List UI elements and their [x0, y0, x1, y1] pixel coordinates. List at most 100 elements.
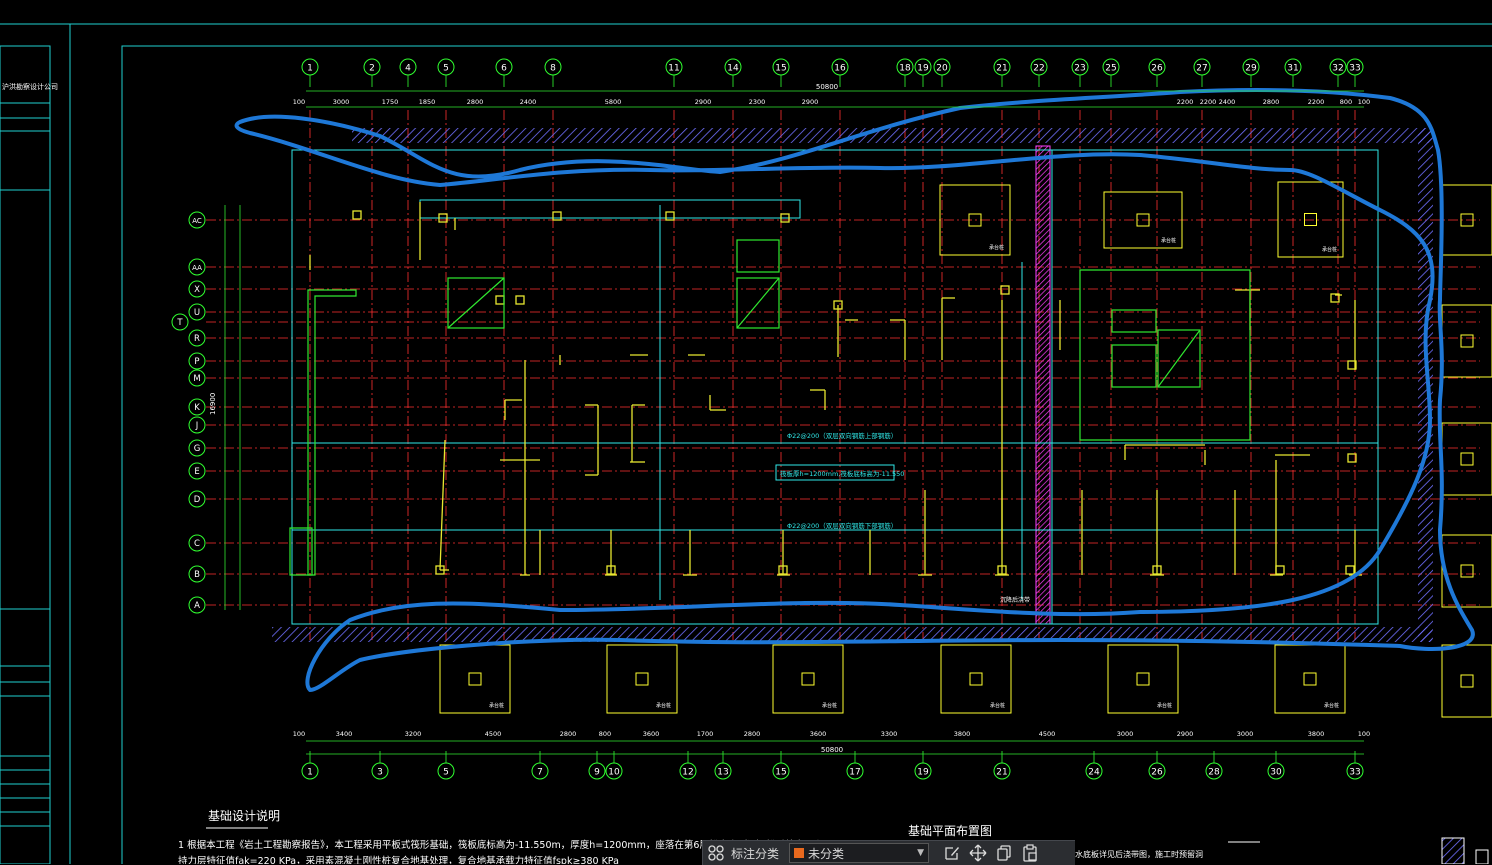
- category-select[interactable]: 未分类 ▼: [789, 843, 930, 863]
- column: [435, 565, 445, 575]
- rebar-note-top: Φ22@200（双层双向钢筋上部钢筋）: [787, 431, 897, 440]
- axis-left-label-D: D: [194, 495, 201, 505]
- top-dim-label: 5800: [605, 98, 622, 106]
- axis-left-label-AA: AA: [192, 264, 202, 272]
- bottom-dim-label: 3000: [1237, 730, 1254, 738]
- rebar-note-bottom: Φ22@200（双层双向钢筋下部钢筋）: [787, 521, 897, 530]
- axis-left-bubble-E: [188, 462, 206, 480]
- axis-left-label-AC: AC: [192, 217, 202, 225]
- axis-left-label-B: B: [194, 570, 200, 580]
- axis-left-label-A: A: [194, 601, 200, 611]
- axis-bottom-bubble-26: [1148, 762, 1166, 780]
- axis-top-bubble-14: [724, 58, 742, 76]
- axis-bottom-label-5: 5: [443, 768, 449, 778]
- pile-caps: 承台桩承台桩承台桩承台桩承台桩承台桩承台桩承台桩承台桩: [439, 181, 1492, 718]
- pile-cap-label: 承台桩: [989, 244, 1004, 251]
- column: [1345, 565, 1355, 575]
- axis-top-label-11: 11: [668, 64, 679, 74]
- axis-left-bubble-D: [188, 490, 206, 508]
- axis-top-label-29: 29: [1245, 64, 1257, 74]
- paste-button[interactable]: [1017, 841, 1043, 865]
- pile-cap-label: 承台桩: [1157, 702, 1172, 709]
- axis-top-bubble-20: [933, 58, 951, 76]
- dimension-lines: [224, 90, 1364, 755]
- axis-top-bubble-16: [831, 58, 849, 76]
- grid-lines-horizontal: [206, 219, 1480, 606]
- pile-cap-label: 承台桩: [1322, 246, 1337, 253]
- axis-top-label-27: 27: [1196, 64, 1207, 74]
- axis-bottom-label-15: 15: [775, 768, 786, 778]
- move-button[interactable]: [965, 841, 991, 865]
- bottom-dim-label: 3300: [881, 730, 898, 738]
- axis-left-label-P: P: [194, 357, 199, 367]
- left-total-dimension: 16900: [209, 393, 217, 415]
- pile-cap-label: 承台桩: [1161, 237, 1176, 244]
- axis-top-label-32: 32: [1332, 64, 1343, 74]
- axis-bottom-bubble-24: [1085, 762, 1103, 780]
- axis-bottom-label-21: 21: [996, 768, 1007, 778]
- top-dim-label: 2900: [802, 98, 819, 106]
- top-dim-label: 100: [1358, 98, 1370, 106]
- pile-cap-center: [968, 213, 982, 227]
- bottom-dim-label: 2800: [744, 730, 761, 738]
- pile-cap-center: [1460, 564, 1474, 578]
- top-total-dimension: 50800: [816, 83, 838, 91]
- axis-left-bubble-C: [188, 534, 206, 552]
- axis-top-label-6: 6: [501, 64, 507, 74]
- raft-outline: [291, 149, 1379, 625]
- top-dim-label: 2200: [1177, 98, 1194, 106]
- axis-top-bubble-6: [495, 58, 513, 76]
- pile-cap-center: [1460, 674, 1474, 688]
- axis-top-label-20: 20: [936, 64, 948, 74]
- top-dim-label: 1750: [382, 98, 399, 106]
- axis-left-label-C: C: [194, 539, 200, 549]
- axis-top-label-18: 18: [899, 64, 911, 74]
- axis-bottom-bubble-12: [679, 762, 697, 780]
- column: [1152, 565, 1162, 575]
- axis-left-bubble-M: [188, 369, 206, 387]
- axis-top-bubble-1: [301, 58, 319, 76]
- top-dim-label: 2300: [749, 98, 766, 106]
- bottom-dim-label: 3600: [810, 730, 827, 738]
- column: [665, 211, 675, 221]
- wall-and-column-layout: [309, 202, 1362, 576]
- edit-button[interactable]: [939, 841, 965, 865]
- pile-cap: [772, 644, 844, 714]
- axis-top-label-8: 8: [550, 64, 556, 74]
- axis-bottom-label-3: 3: [377, 768, 383, 778]
- top-dim-label: 800: [1340, 98, 1352, 106]
- pile-cap: [1441, 422, 1492, 496]
- bottom-dim-label: 3800: [1308, 730, 1325, 738]
- pile-cap-center: [1304, 213, 1317, 226]
- pile-cap-center: [1136, 672, 1150, 686]
- revision-cloud-markup[interactable]: [234, 88, 1475, 692]
- axis-top-label-22: 22: [1033, 64, 1044, 74]
- axis-top-label-25: 25: [1105, 64, 1116, 74]
- axis-top-label-33: 33: [1349, 64, 1360, 74]
- axis-top-bubble-8: [544, 58, 562, 76]
- bottom-dim-label: 3400: [336, 730, 353, 738]
- edit-icon: [945, 847, 960, 860]
- axis-top-bubble-11: [665, 58, 683, 76]
- grid-lines-vertical: [309, 110, 1356, 640]
- axis-left-label-J: J: [195, 421, 199, 431]
- axis-bottom-bubble-3: [371, 762, 389, 780]
- axis-top-bubble-22: [1030, 58, 1048, 76]
- pile-cap: [1107, 644, 1179, 714]
- axis-top-bubble-25: [1102, 58, 1120, 76]
- axis-left-bubble-X: [188, 280, 206, 298]
- classify-group[interactable]: 标注分类: [703, 841, 783, 865]
- pile-cap-center: [1460, 213, 1474, 227]
- retaining-wall-east: [1418, 128, 1433, 642]
- copy-icon: [997, 845, 1011, 861]
- pile-cap: [940, 644, 1012, 714]
- settlement-joint-strip: [1035, 145, 1051, 625]
- axis-top-bubble-33: [1346, 58, 1364, 76]
- bottom-dim-label: 1700: [697, 730, 714, 738]
- bottom-dim-label: 3600: [643, 730, 660, 738]
- copy-button[interactable]: [991, 841, 1017, 865]
- pile-cap: [1441, 534, 1492, 608]
